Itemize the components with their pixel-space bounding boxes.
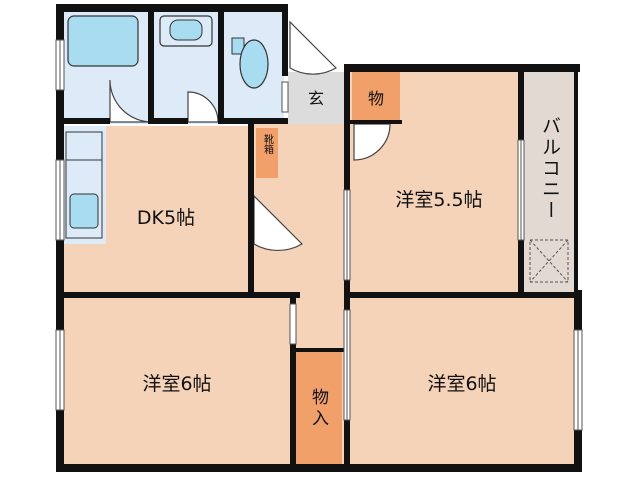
- door-hall-north-bedroom: [343, 189, 351, 281]
- storage-hall-floor: [296, 352, 342, 464]
- wall-wet-bottom: [56, 118, 110, 124]
- shoe-box-floor: [256, 128, 278, 178]
- storage-door-swing: [353, 123, 391, 161]
- room-label-east-bedroom: 洋室6帖: [427, 373, 496, 395]
- wall-west-bedroom-east: [290, 292, 296, 472]
- window-north-bedroom: [517, 139, 525, 241]
- bath-door-swing: [109, 79, 153, 123]
- labels: DK5帖 洋室6帖 洋室6帖 洋室5.5帖 バルコニー 物 玄 靴箱 物入: [137, 89, 561, 430]
- label-entrance: 玄: [308, 89, 324, 108]
- room-label-balcony: バルコニー: [539, 116, 561, 221]
- kitchen-sink: [69, 193, 99, 229]
- wall-wash-toilet: [218, 4, 224, 124]
- room-label-north-bedroom: 洋室5.5帖: [395, 189, 482, 211]
- window-east-bedroom: [573, 329, 583, 431]
- label-storage-hall: 物入: [308, 388, 329, 430]
- wall-dk-south: [56, 292, 300, 298]
- wall-storage-hall-top: [294, 348, 346, 352]
- wall-dk-east: [248, 124, 254, 294]
- door-hall-east-bedroom: [343, 309, 351, 421]
- entrance-door-swing: [289, 20, 337, 75]
- wall-top-east: [344, 64, 580, 72]
- window-kitchen: [55, 159, 65, 241]
- drain-cross-a: [529, 239, 569, 283]
- wall-bath-wash: [148, 4, 154, 124]
- label-shoe-box: 靴箱: [262, 133, 274, 155]
- hall-door-swing: [253, 194, 303, 251]
- wall-toilet-east: [282, 4, 288, 76]
- storage-small-floor: [352, 72, 400, 122]
- washroom-door-swing: [187, 91, 219, 123]
- window-bath: [55, 39, 65, 91]
- fixtures: [65, 15, 569, 283]
- room-label-dk: DK5帖: [137, 207, 195, 229]
- windows: [55, 39, 583, 431]
- label-storage-small: 物: [368, 89, 384, 108]
- toilet-tank: [231, 37, 245, 55]
- dk-floor: [106, 126, 252, 294]
- wall-wet-bottom-mid: [150, 118, 188, 124]
- wall-storage-small: [346, 120, 402, 124]
- washbasin-bowl: [169, 19, 203, 41]
- door-hall-west-bedroom: [289, 303, 297, 345]
- balcony-floor: [524, 70, 574, 292]
- entrance-floor: [288, 72, 344, 124]
- wall-bedrooms-middle: [344, 292, 580, 298]
- wall-bottom: [56, 464, 582, 472]
- wall-wet-bottom-east: [218, 118, 288, 124]
- dk-lower-floor: [60, 244, 106, 294]
- toilet-bowl: [239, 39, 269, 89]
- door-swings: [109, 20, 391, 251]
- bathtub: [67, 15, 139, 67]
- drain-cross-b: [529, 239, 569, 283]
- wall-balcony-edge: [574, 64, 578, 296]
- window-toilet: [281, 81, 289, 113]
- wall-top-west: [56, 4, 288, 12]
- west-bedroom-floor: [60, 298, 294, 468]
- window-west-bedroom: [55, 329, 65, 411]
- east-bedroom-floor: [348, 298, 578, 468]
- room-label-west-bedroom: 洋室6帖: [142, 373, 211, 395]
